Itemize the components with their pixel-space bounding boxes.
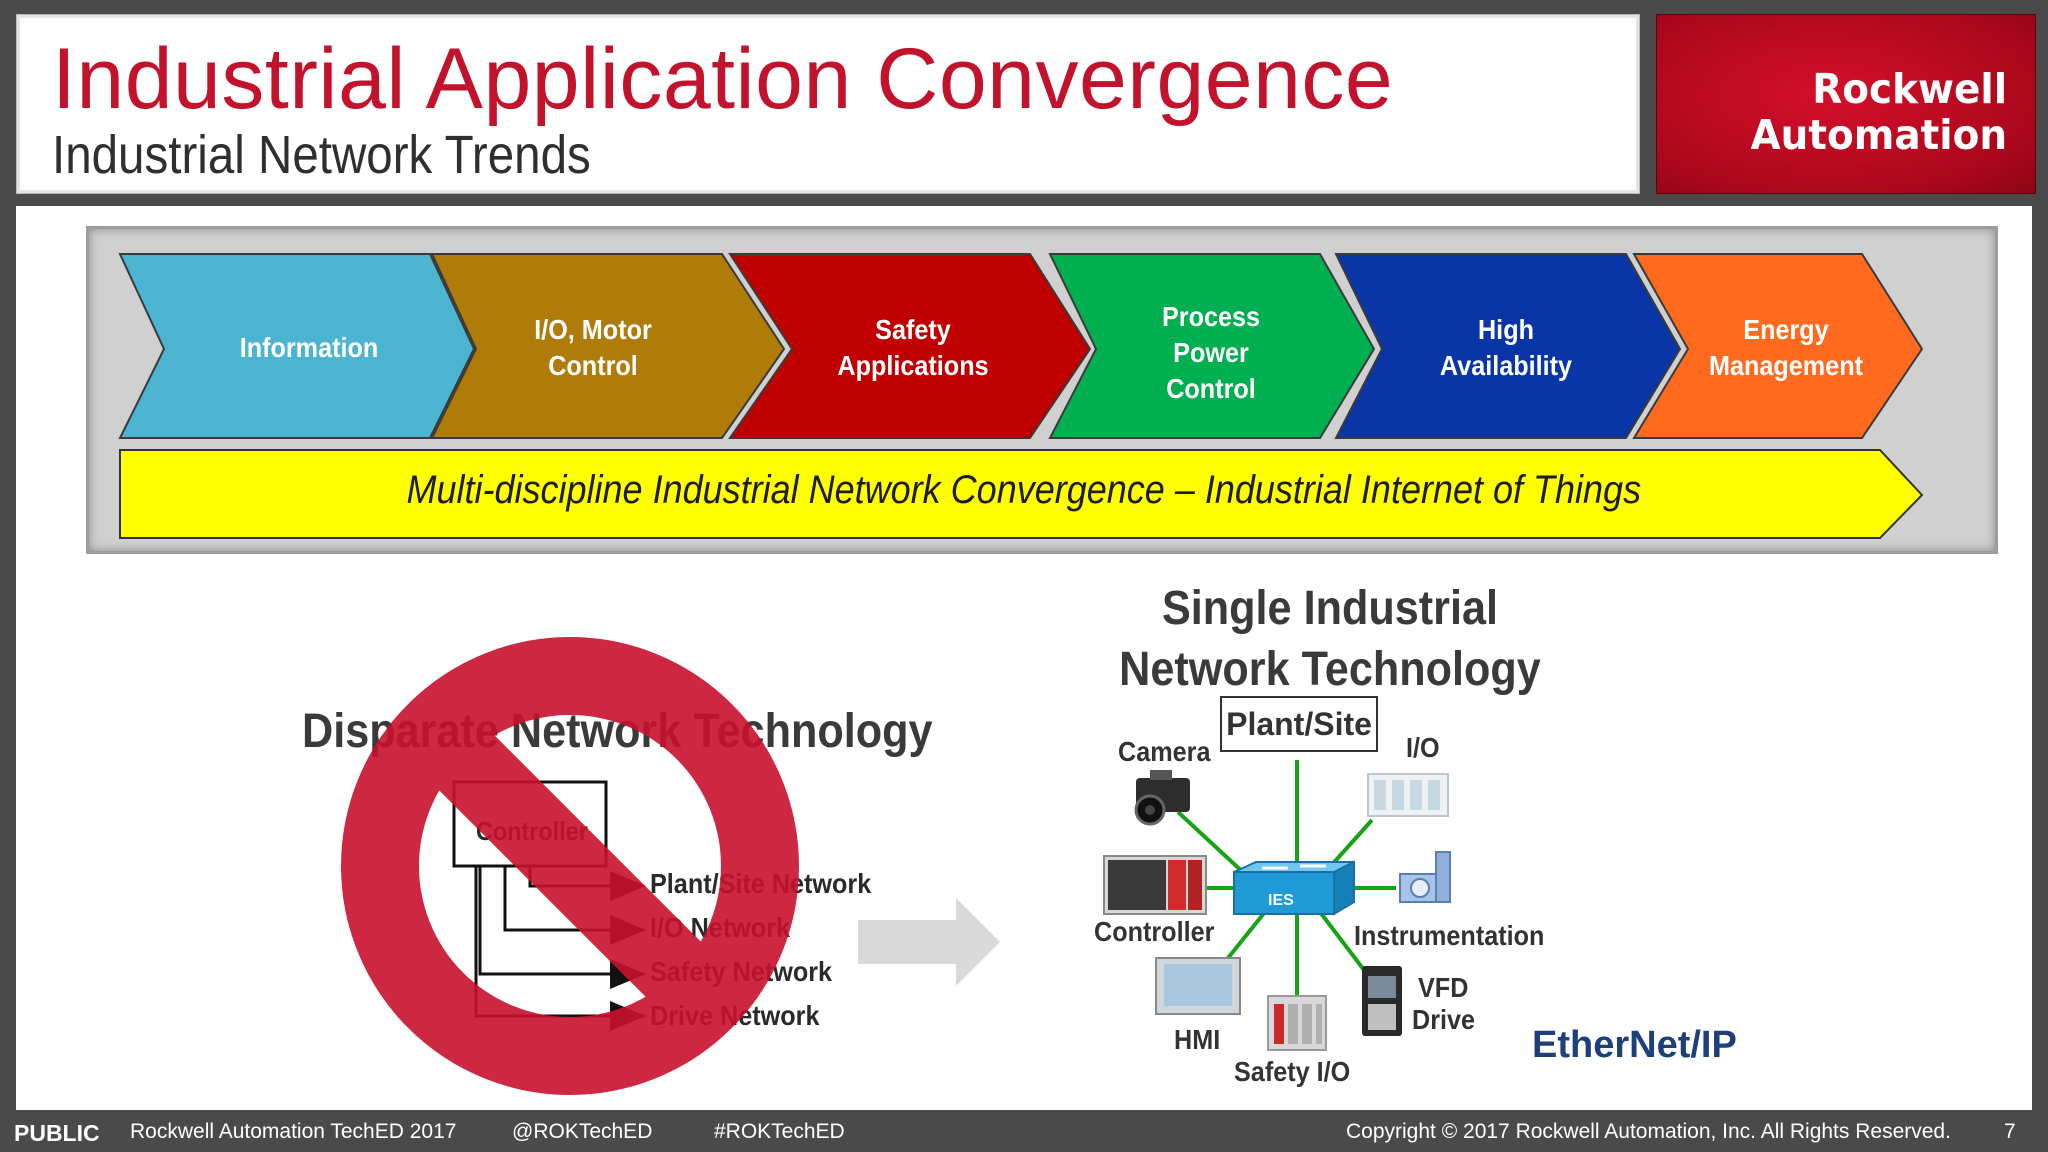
- chevron-5: [1632, 253, 1924, 439]
- io-module-icon: [1367, 773, 1449, 817]
- footer-bar: PUBLIC Rockwell Automation TechED 2017 @…: [0, 1114, 2048, 1152]
- ies-switch-icon: [1233, 860, 1355, 916]
- transition-arrow: [858, 898, 1000, 986]
- camera-label: Camera: [1118, 736, 1211, 767]
- event-name: Rockwell Automation TechED 2017: [130, 1120, 457, 1143]
- safety-network-line: [478, 866, 646, 989]
- flowmeter-icon: [1399, 851, 1451, 903]
- chevron-4: [1334, 253, 1682, 439]
- controller-chassis-icon: [1103, 855, 1207, 915]
- io-label: I/O: [1406, 732, 1440, 763]
- ethernet-ip-logo: EtherNet/IP: [1532, 1024, 1737, 1066]
- safety-io-label: Safety I/O: [1234, 1056, 1351, 1087]
- chevron-2: [728, 253, 1092, 439]
- twitter-handle: @ROKTechED: [512, 1120, 653, 1143]
- page-number: 7: [2004, 1120, 2016, 1143]
- convergence-arrow: [119, 449, 1924, 539]
- hmi-label: HMI: [1174, 1024, 1221, 1055]
- ies-label: IES: [1268, 892, 1294, 909]
- slide-subtitle: Industrial Network Trends: [52, 125, 591, 185]
- slide-title: Industrial Application Convergence: [52, 31, 1394, 127]
- vfd-drive-icon: [1362, 966, 1402, 1036]
- copyright-text: Copyright © 2017 Rockwell Automation, In…: [1346, 1120, 1951, 1143]
- hmi-panel-icon: [1155, 957, 1241, 1015]
- classification-label: PUBLIC: [14, 1120, 100, 1146]
- controller-device-label: Controller: [1094, 916, 1215, 947]
- event-hashtag: #ROKTechED: [714, 1120, 845, 1143]
- title-banner: [16, 14, 1640, 194]
- camera-icon: [1134, 770, 1190, 826]
- chevron-0: [118, 253, 476, 439]
- chevron-3: [1048, 253, 1376, 439]
- instrumentation-label: Instrumentation: [1354, 920, 1545, 951]
- logo-line-2: Automation: [1750, 111, 2007, 159]
- chevron-1: [430, 253, 786, 439]
- plant-site-box: Plant/Site: [1220, 696, 1378, 752]
- logo-line-1: Rockwell: [1812, 65, 2007, 113]
- rockwell-automation-logo: Rockwell Automation: [1656, 14, 2036, 194]
- vfd-label: VFD: [1418, 972, 1469, 1003]
- single-network-title: Single Industrial Network Technology: [1119, 582, 1541, 696]
- safety-io-icon: [1267, 995, 1327, 1051]
- chevron-label-information: Information: [239, 332, 379, 363]
- convergence-banner-text: Multi-discipline Industrial Network Conv…: [406, 468, 1642, 512]
- drive-label: Drive: [1412, 1004, 1476, 1035]
